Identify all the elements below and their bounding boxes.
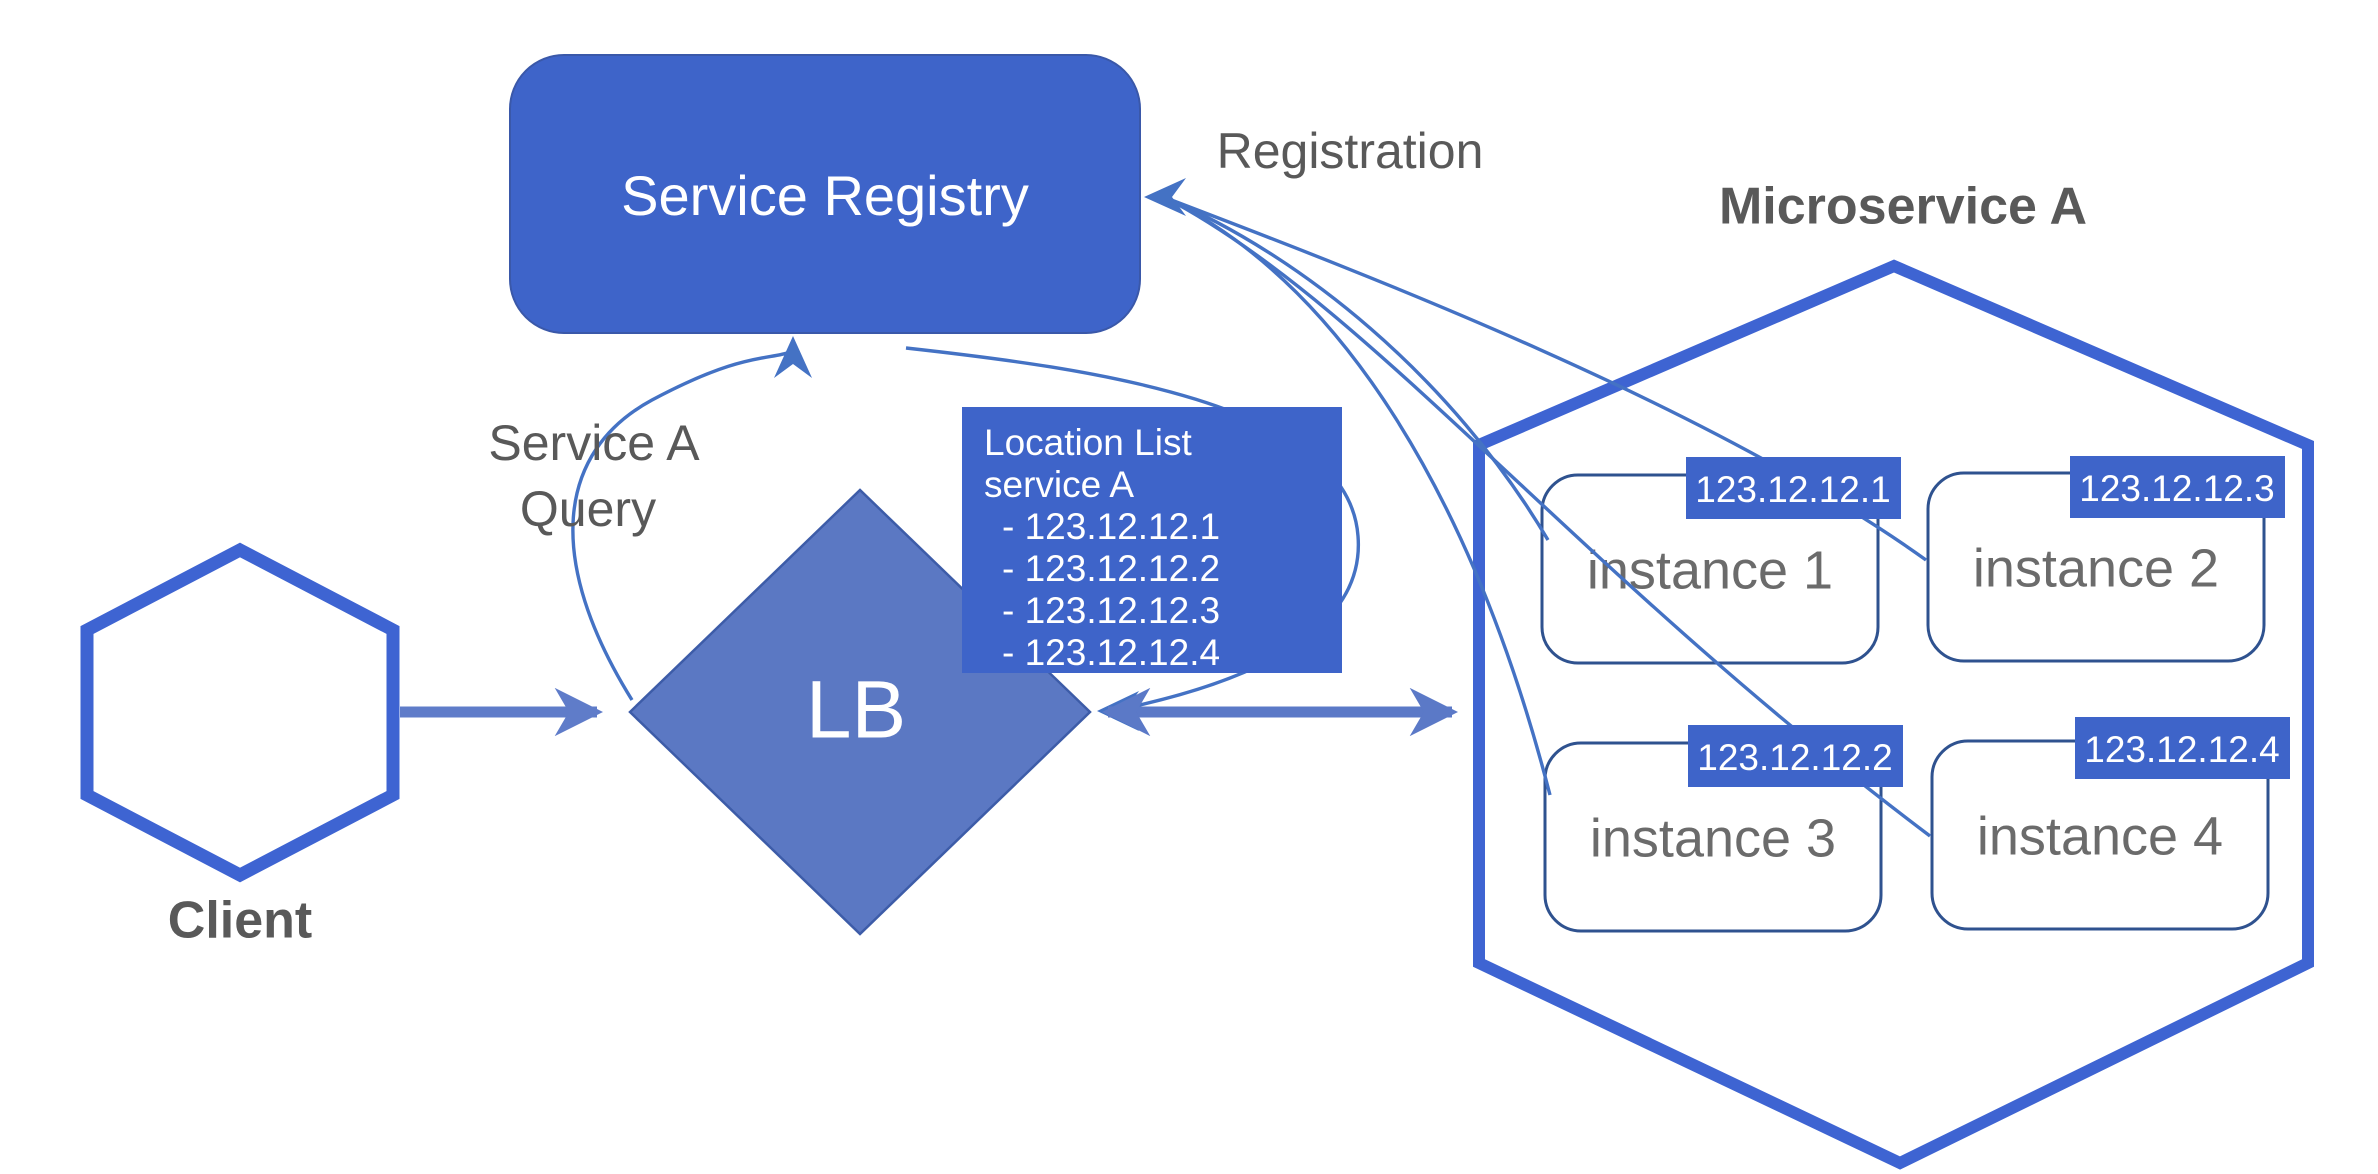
instance-2-ip-badge bbox=[2070, 456, 2285, 518]
location-list-box bbox=[962, 407, 1342, 673]
instance-2-label: instance 2 bbox=[1973, 538, 2219, 598]
service-query-curve bbox=[571, 350, 791, 701]
instance-2-ip: 123.12.12.3 bbox=[2079, 468, 2274, 509]
location-list-ip-2: - 123.12.12.2 bbox=[1002, 548, 1220, 589]
instance-4-label: instance 4 bbox=[1977, 806, 2223, 866]
client-hexagon bbox=[80, 542, 400, 883]
instance-4-ip-badge bbox=[2075, 717, 2290, 779]
location-list-ip-4: - 123.12.12.4 bbox=[1002, 632, 1220, 673]
instance-1-ip: 123.12.12.1 bbox=[1695, 469, 1890, 510]
microservice-a-hexagon bbox=[1473, 259, 2314, 1170]
instance-3-ip-badge bbox=[1688, 725, 1903, 787]
microservice-a-title: Microservice A bbox=[1719, 178, 2087, 236]
service-registry-box bbox=[509, 54, 1141, 334]
instance-4-ip: 123.12.12.4 bbox=[2084, 729, 2279, 770]
service-a-query-label-line1: Service A bbox=[488, 415, 700, 471]
location-list-ip-3: - 123.12.12.3 bbox=[1002, 590, 1220, 631]
service-query-arrowhead bbox=[774, 336, 812, 378]
instance-1-label: instance 1 bbox=[1587, 540, 1833, 600]
client-label: Client bbox=[168, 892, 312, 950]
load-balancer-label: LB bbox=[806, 665, 906, 756]
instance-1-ip-badge bbox=[1686, 457, 1901, 519]
registration-curve-instance-1 bbox=[1165, 196, 1550, 541]
instance-3-ip: 123.12.12.2 bbox=[1697, 737, 1892, 778]
registration-label: Registration bbox=[1217, 123, 1484, 179]
service-a-query-label-line2: Query bbox=[520, 481, 656, 537]
instance-3-label: instance 3 bbox=[1590, 808, 1836, 868]
location-list-subtitle: service A bbox=[984, 464, 1134, 505]
registration-arrowhead bbox=[1144, 178, 1186, 216]
registration-curve-instance-4 bbox=[1165, 196, 1932, 838]
location-list-title: Location List bbox=[984, 422, 1192, 463]
location-list-ip-1: - 123.12.12.1 bbox=[1002, 506, 1220, 547]
service-registry-label: Service Registry bbox=[621, 164, 1029, 227]
